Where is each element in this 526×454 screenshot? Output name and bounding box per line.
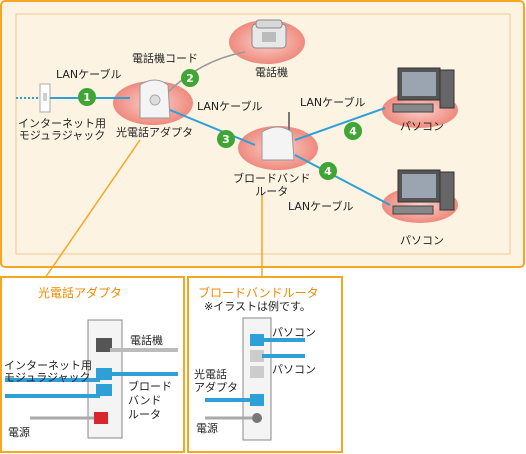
svg-text:4: 4 xyxy=(324,165,332,178)
step-2-badge: 2 xyxy=(181,69,199,87)
adapter-box-router-label: ブロード バンド ルータ xyxy=(128,380,172,421)
pc2-icon xyxy=(392,169,455,215)
adapter-box-jack-label: インターネット用 モジュラジャック xyxy=(4,359,92,384)
phone-icon xyxy=(251,19,287,49)
adapter-icon xyxy=(139,79,171,119)
adapter-box-power-label: 電源 xyxy=(8,426,30,439)
phone-cord-label: 電話機コード xyxy=(132,52,198,65)
router-box-note: ※イラストは例です。 xyxy=(204,300,311,313)
svg-text:3: 3 xyxy=(222,133,230,146)
lan-cable-label-1: LANケーブル xyxy=(56,68,122,81)
router-label: ブロードバンド ルータ xyxy=(233,172,311,198)
svg-text:1: 1 xyxy=(83,91,91,104)
step-4a-badge: 4 xyxy=(344,122,362,140)
hikari-adapter-label: 光電話アダプタ xyxy=(116,126,193,139)
lan-cable-label-4: LANケーブル xyxy=(288,200,354,213)
step-3-badge: 3 xyxy=(217,130,235,148)
router-box-pc1-label: パソコン xyxy=(272,326,316,339)
router-box-pc2-label: パソコン xyxy=(272,363,316,376)
phone-label: 電話機 xyxy=(255,66,288,79)
adapter-box-phone-label: 電話機 xyxy=(130,334,163,347)
router-box-adapter-label: 光電話 アダプタ xyxy=(194,368,238,394)
adapter-back-illustration xyxy=(87,319,123,439)
router-back-illustration xyxy=(242,317,272,441)
lan-cable-label-3: LANケーブル xyxy=(300,96,366,109)
router-box-title: ブロードバンドルータ xyxy=(198,286,319,300)
router-icon xyxy=(261,112,295,161)
pc2-label: パソコン xyxy=(400,234,444,247)
lan-cable-label-2: LANケーブル xyxy=(197,100,263,113)
pc1-label: パソコン xyxy=(400,120,444,133)
step-4b-badge: 4 xyxy=(319,162,337,180)
router-box-power-label: 電源 xyxy=(196,422,218,435)
adapter-box-title: 光電話アダプタ xyxy=(38,286,123,300)
svg-text:2: 2 xyxy=(186,72,194,85)
modular-jack-label: インターネット用 モジュラジャック xyxy=(18,117,106,142)
pc1-icon xyxy=(392,67,455,113)
svg-text:4: 4 xyxy=(349,125,357,138)
step-1-badge: 1 xyxy=(78,88,96,106)
